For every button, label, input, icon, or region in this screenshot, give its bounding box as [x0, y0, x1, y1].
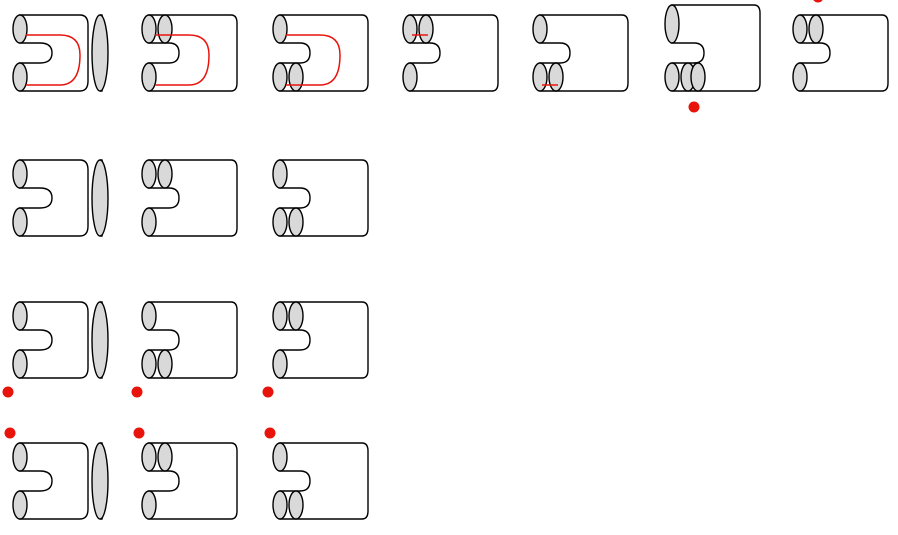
lower-cap [792, 62, 808, 92]
marker-dot [131, 386, 143, 398]
lower-end-cap [12, 349, 28, 379]
lower-end-cap [12, 62, 28, 92]
u-tube-body [19, 301, 89, 379]
lower-cap [141, 490, 157, 520]
lower-cap [141, 62, 157, 92]
tile-r3-c2 [131, 301, 238, 398]
short-tube-edges [539, 62, 557, 92]
tile-r4-c3 [264, 427, 369, 520]
u-tube-body [19, 442, 89, 520]
tile-r1-c4 [402, 14, 499, 92]
marker-dot [133, 427, 145, 439]
upper-left-cap [402, 14, 418, 44]
tile-r1-c1 [12, 14, 109, 92]
tile-r2-c2 [141, 159, 238, 237]
lower-left-cap [272, 62, 288, 92]
upper-right-cap [157, 442, 173, 472]
tile-r3-c3 [262, 301, 369, 398]
lower-end-cap [12, 207, 28, 237]
upper-cap [272, 442, 288, 472]
upper-left-cap [272, 301, 288, 331]
marker-dot [4, 427, 16, 439]
lower-left-cap [141, 349, 157, 379]
tile-r1-c5 [532, 14, 629, 92]
lower-cap [402, 62, 418, 92]
marker-dot [688, 101, 700, 113]
upper-end-cap [12, 442, 28, 472]
upper-right-cap [157, 159, 173, 189]
arc-curve [155, 34, 210, 86]
disc-face [91, 159, 109, 237]
upper-end-cap [12, 14, 28, 44]
tile-r1-c2 [141, 14, 238, 92]
upper-end-cap [12, 159, 28, 189]
lower-right-cap [288, 207, 304, 237]
lower-left-cap [664, 62, 680, 92]
upper-left-cap [141, 442, 157, 472]
lower-cap [272, 349, 288, 379]
upper-right-cap [418, 14, 434, 44]
lower-left-cap [272, 207, 288, 237]
marker-dot [264, 427, 276, 439]
tile-r4-c1 [4, 427, 109, 520]
tile-r1-c3 [272, 14, 369, 92]
disc-face [91, 442, 109, 520]
tile-r4-c2 [133, 427, 238, 520]
marker-dot [2, 386, 14, 398]
lower-cap [141, 207, 157, 237]
marker-dot [262, 386, 274, 398]
tile-r2-c3 [272, 159, 369, 237]
lower-right-cap [690, 62, 706, 92]
tile-r2-c1 [12, 159, 109, 237]
upper-left-cap [141, 14, 157, 44]
short-tube-edges [799, 14, 817, 44]
upper-right-cap [808, 14, 824, 44]
marker-dot [813, 0, 823, 3]
upper-left-cap [141, 159, 157, 189]
lower-left-cap [532, 62, 548, 92]
lower-end-cap [12, 490, 28, 520]
tile-r1-c7 [792, 0, 889, 92]
short-tube-edges [671, 62, 699, 92]
lower-right-cap [288, 62, 304, 92]
lower-right-cap [157, 349, 173, 379]
upper-cap [272, 14, 288, 44]
tile-r1-c6 [664, 4, 761, 113]
disc-face [91, 301, 109, 379]
lower-left-cap [272, 490, 288, 520]
disc-face [91, 14, 109, 92]
lower-right-cap [548, 62, 564, 92]
upper-cap [532, 14, 548, 44]
upper-end-cap [12, 301, 28, 331]
u-tube-body [19, 14, 89, 92]
upper-cap [272, 159, 288, 189]
short-tube-edges [409, 14, 427, 44]
u-tube-body [19, 159, 89, 237]
upper-right-cap [288, 301, 304, 331]
upper-left-cap [792, 14, 808, 44]
tile-r3-c1 [2, 301, 109, 398]
lower-right-cap [288, 490, 304, 520]
upper-cap [141, 301, 157, 331]
upper-right-cap [157, 14, 173, 44]
arc-curve [26, 34, 81, 86]
arc-curve [286, 34, 341, 86]
upper-cap [664, 4, 680, 44]
